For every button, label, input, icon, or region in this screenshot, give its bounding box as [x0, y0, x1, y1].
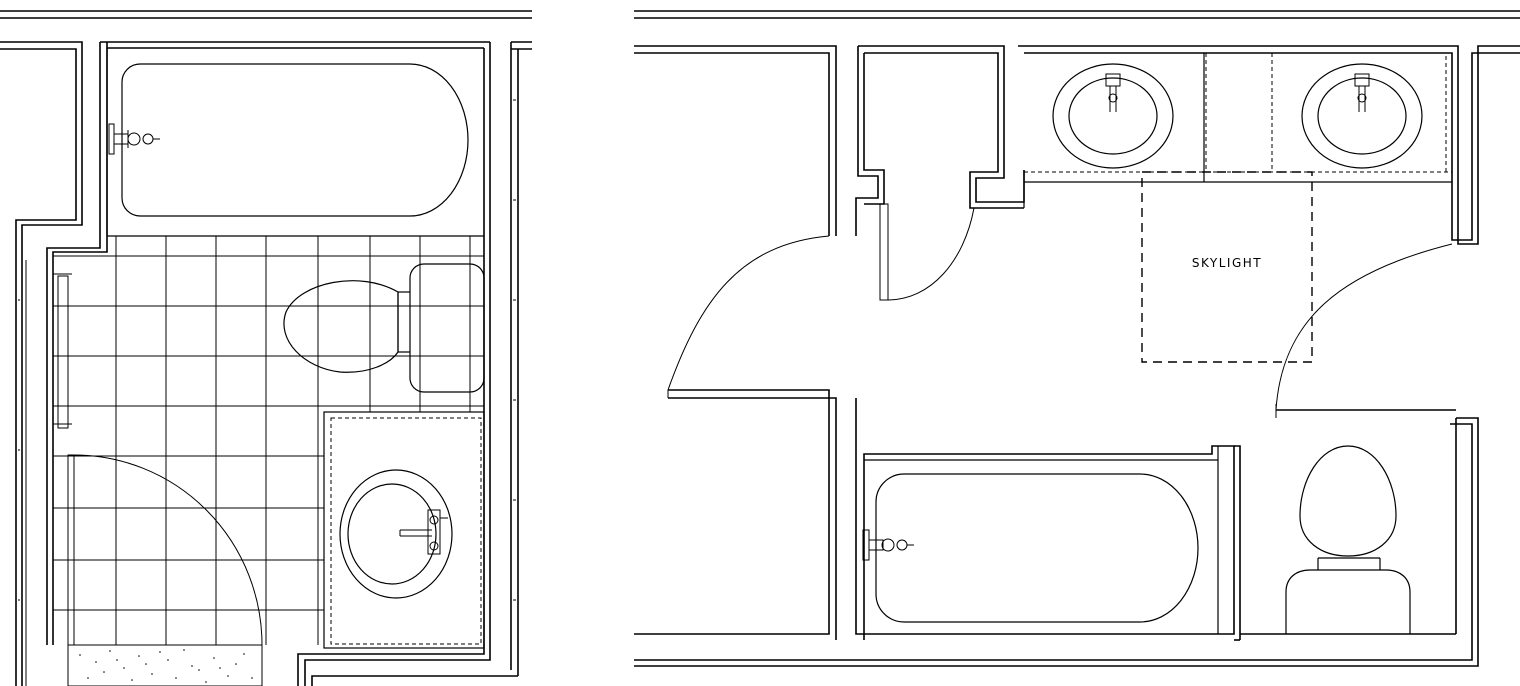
door-swing [67, 454, 263, 646]
water-closet-wall [1234, 418, 1457, 641]
right-wall [634, 45, 1520, 667]
sink-faucet-icon [399, 509, 448, 555]
right-wall [297, 41, 532, 686]
threshold [67, 644, 263, 686]
small-bathroom-floor-plan [0, 10, 532, 686]
bathtub-faucet-icon [108, 123, 160, 155]
door-swing-left [667, 235, 830, 398]
sink-left [1052, 63, 1174, 169]
towel-bar [53, 273, 72, 429]
exterior-wall [634, 10, 1520, 19]
left-room-wall [634, 45, 837, 640]
interior-wall [46, 41, 490, 645]
bathtub [106, 48, 484, 237]
double-vanity [1018, 45, 1459, 208]
door-swing-right [1275, 243, 1453, 418]
skylight: SKYLIGHT [1141, 171, 1313, 363]
vanity [323, 411, 485, 649]
wall-ticks [18, 99, 516, 601]
bathtub [855, 398, 1235, 640]
floor-tile-grid [53, 236, 484, 645]
sink-right-faucet-icon [1354, 73, 1370, 112]
closet [855, 45, 1025, 301]
master-bathroom-floor-plan: SKYLIGHT [634, 10, 1520, 667]
toilet [1285, 445, 1411, 634]
bathtub-faucet-icon [862, 529, 914, 561]
sink [339, 469, 453, 599]
sink-left-faucet-icon [1105, 73, 1121, 112]
left-wall [0, 41, 83, 686]
skylight-label: SKYLIGHT [1192, 256, 1262, 270]
exterior-wall [0, 10, 532, 19]
toilet [283, 263, 485, 393]
sink-right [1301, 63, 1423, 169]
